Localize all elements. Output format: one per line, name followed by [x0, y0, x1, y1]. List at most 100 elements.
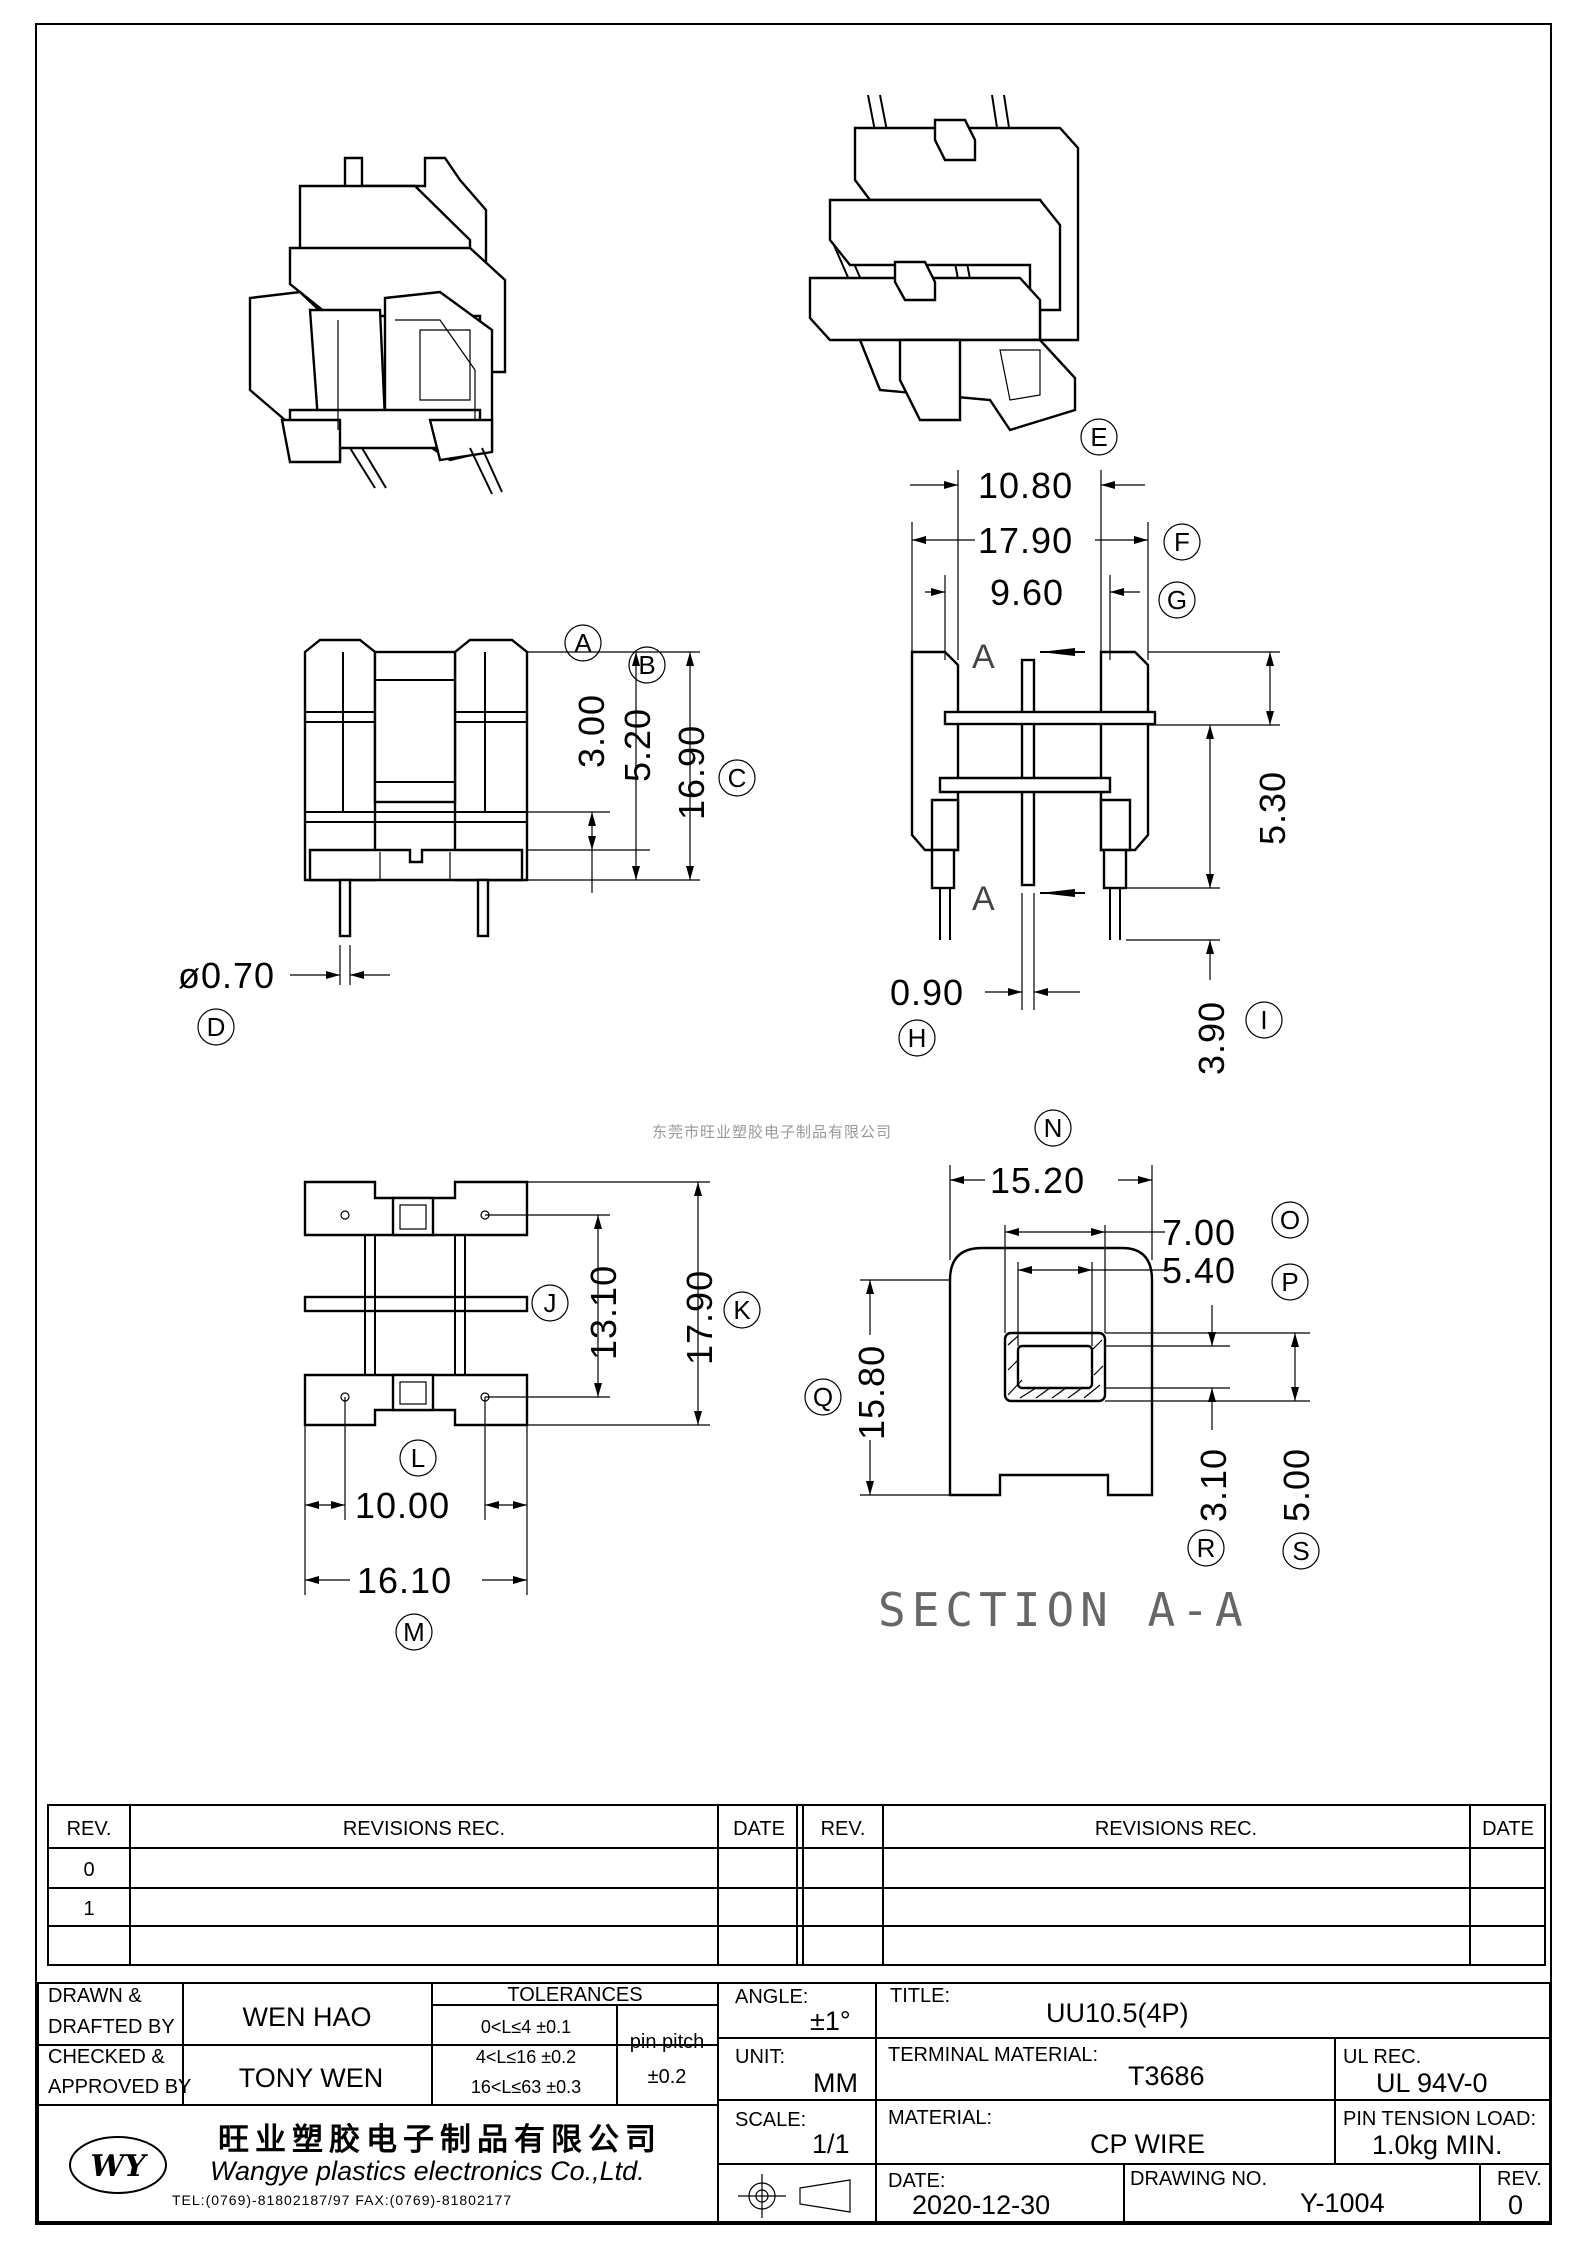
revisions-headers: REV. REVISIONS REC. DATE REV. REVISIONS …: [67, 1818, 1534, 1920]
ul-rec-value: UL 94V-0: [1376, 2068, 1488, 2098]
svg-text:E: E: [1090, 422, 1107, 452]
svg-text:L: L: [411, 1443, 425, 1473]
company-contact: TEL:(0769)-81802187/97 FAX:(0769)-818021…: [172, 2192, 512, 2208]
title-block-text: DRAWN & DRAFTED BY WEN HAO CHECKED & APP…: [48, 1984, 1542, 2220]
dimension-lines: [290, 470, 1310, 1595]
revisions-header-1: REVISIONS REC.: [343, 1818, 505, 1840]
svg-text:J: J: [544, 1288, 557, 1318]
dim-j: 13.10: [583, 1265, 624, 1360]
scale-label: SCALE:: [735, 2109, 806, 2131]
svg-text:B: B: [638, 650, 655, 680]
dim-d: ø0.70: [178, 955, 275, 996]
logo-text: WY: [90, 2149, 148, 2184]
dim-c: 16.90: [671, 725, 712, 820]
drawn-label-1: DRAWN &: [48, 1985, 142, 2007]
date-value: 2020-12-30: [912, 2190, 1050, 2220]
tolerances-label: TOLERANCES: [507, 1984, 642, 2006]
dim-k: 17.90: [679, 1270, 720, 1365]
dim-o: 7.00: [1162, 1212, 1236, 1253]
section-marker-top: A: [972, 638, 995, 676]
tolerance-row-2: 4<L≤16 ±0.2: [476, 2047, 576, 2067]
terminal-material-label: TERMINAL MATERIAL:: [888, 2044, 1098, 2066]
dim-side-height: 5.30: [1252, 771, 1293, 845]
company-logo: WY: [69, 2136, 167, 2194]
drawn-label-2: DRAFTED BY: [48, 2016, 175, 2038]
svg-text:R: R: [1197, 1533, 1216, 1563]
rev-value: 0: [1508, 2190, 1523, 2220]
title-label: TITLE:: [890, 1985, 950, 2007]
ul-rec-label: UL REC.: [1343, 2046, 1421, 2068]
title-block-grid: [37, 1982, 1551, 2223]
iso-view-pins-down: [248, 156, 507, 495]
dim-i: 3.90: [1191, 1001, 1232, 1075]
pin-pitch-label: pin pitch: [630, 2031, 705, 2053]
svg-text:C: C: [728, 763, 747, 793]
checked-label-2: APPROVED BY: [48, 2076, 191, 2098]
rev-header-2: REV.: [821, 1818, 866, 1840]
pin-tension-value: 1.0kg MIN.: [1372, 2130, 1503, 2160]
projection-symbol: [738, 2174, 851, 2218]
rev-label: REV.: [1497, 2168, 1542, 2190]
company-name-cn: 旺业塑胶电子制品有限公司: [218, 2122, 662, 2158]
terminal-material-value: T3686: [1128, 2061, 1205, 2091]
svg-text:M: M: [403, 1617, 425, 1647]
dim-a: 3.00: [571, 694, 612, 768]
svg-text:O: O: [1280, 1205, 1300, 1235]
date-header-2: DATE: [1482, 1818, 1534, 1840]
dim-g: 9.60: [990, 572, 1064, 613]
material-value: CP WIRE: [1090, 2129, 1205, 2159]
svg-text:I: I: [1260, 1005, 1267, 1035]
watermark: 东莞市旺业塑胶电子制品有限公司: [652, 1124, 892, 1141]
unit-value: MM: [813, 2068, 858, 2098]
drawing-no-label: DRAWING NO.: [1130, 2168, 1267, 2190]
svg-text:S: S: [1292, 1536, 1309, 1566]
title-value: UU10.5(4P): [1046, 1998, 1189, 2028]
bottom-view: [303, 1180, 529, 1427]
date-label: DATE:: [888, 2170, 945, 2192]
svg-text:G: G: [1167, 585, 1187, 615]
dim-q: 15.80: [851, 1345, 892, 1440]
sheet-border: [35, 23, 1552, 2225]
callout-bubbles: [197, 418, 1320, 1651]
pin-pitch-value: ±0.2: [648, 2066, 687, 2088]
svg-text:K: K: [733, 1295, 751, 1325]
svg-text:P: P: [1281, 1267, 1298, 1297]
material-label: MATERIAL:: [888, 2107, 992, 2129]
revisions-header-2: REVISIONS REC.: [1095, 1818, 1257, 1840]
tolerance-row-3: 16<L≤63 ±0.3: [471, 2077, 581, 2097]
tolerance-row-1: 0<L≤4 ±0.1: [481, 2017, 571, 2037]
dim-m: 16.10: [357, 1560, 452, 1601]
section-marker-bottom: A: [972, 880, 995, 918]
date-header-1: DATE: [733, 1818, 785, 1840]
drawing-no-value: Y-1004: [1300, 2188, 1385, 2218]
callout-letters: A B C D E F G H I J K L M N O P Q R S: [207, 422, 1310, 1647]
svg-text:A: A: [574, 628, 592, 658]
svg-text:H: H: [908, 1023, 927, 1053]
dim-s: 5.00: [1276, 1448, 1317, 1522]
section-label: SECTION A-A: [878, 1583, 1249, 1637]
dim-f: 17.90: [978, 520, 1073, 561]
svg-text:Q: Q: [813, 1382, 833, 1412]
dim-l: 10.00: [355, 1485, 450, 1526]
dim-b: 5.20: [617, 708, 658, 782]
section-a-a-view: [948, 1246, 1154, 1497]
iso-view-pins-up: [808, 94, 1080, 432]
dim-n: 15.20: [990, 1160, 1085, 1201]
side-view: [910, 648, 1157, 940]
angle-value: ±1°: [810, 2006, 851, 2036]
drawn-by: WEN HAO: [242, 2002, 371, 2032]
scale-value: 1/1: [812, 2129, 850, 2159]
revisions-table: [47, 1804, 1546, 1966]
dimension-arrows: [305, 481, 1299, 1584]
dim-h: 0.90: [890, 972, 964, 1013]
dim-r: 3.10: [1193, 1448, 1234, 1522]
dim-p: 5.40: [1162, 1250, 1236, 1291]
company-name-en: Wangye plastics electronics Co.,Ltd.: [210, 2156, 645, 2186]
checked-label-1: CHECKED &: [48, 2046, 165, 2068]
svg-text:D: D: [207, 1012, 226, 1042]
pin-tension-label: PIN TENSION LOAD:: [1343, 2108, 1536, 2130]
dim-e: 10.80: [978, 465, 1073, 506]
svg-text:N: N: [1044, 1113, 1063, 1143]
checked-by: TONY WEN: [239, 2063, 384, 2093]
